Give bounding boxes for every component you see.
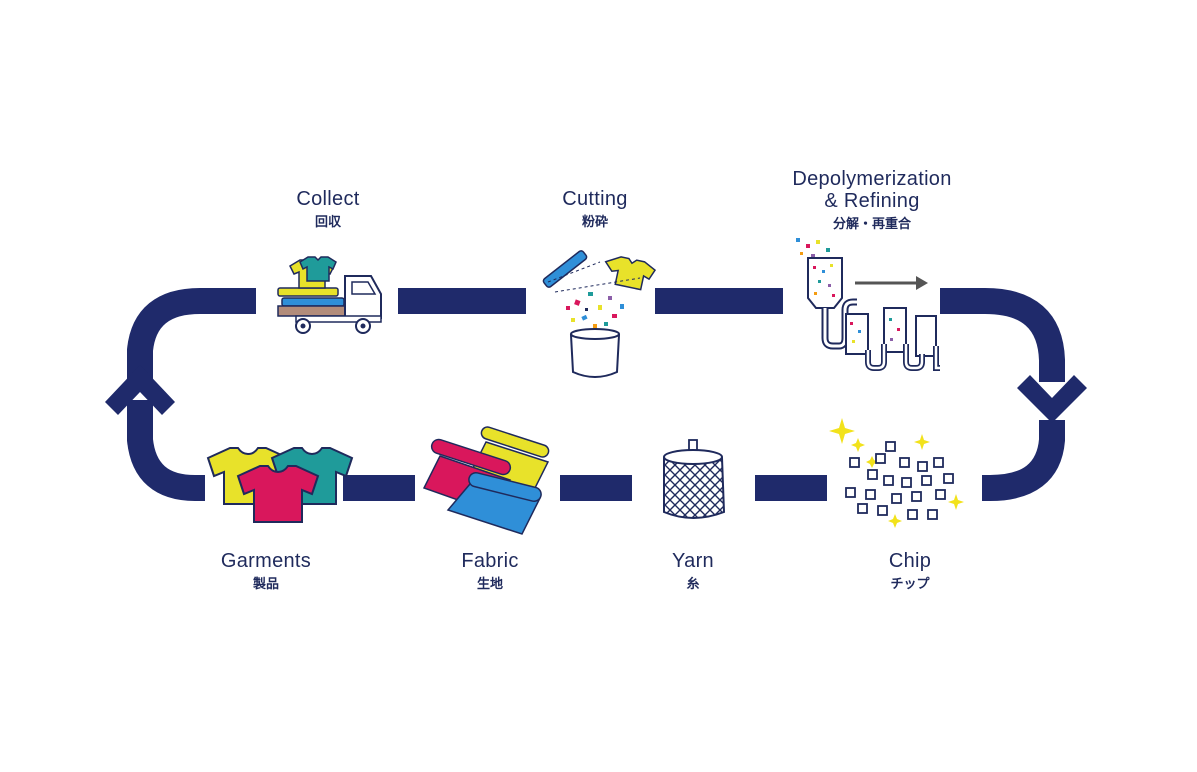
fabric-subtitle: 生地	[476, 576, 503, 591]
step-fabric-label: Fabric 生地	[430, 550, 550, 592]
chip-subtitle: チップ	[890, 576, 930, 591]
depoly-title-line1: Depolymerization	[792, 168, 952, 190]
fabric-title: Fabric	[461, 550, 519, 572]
track-segment-top-2	[655, 288, 783, 314]
shredder-icon	[542, 250, 657, 378]
step-yarn-label: Yarn 糸	[633, 550, 753, 592]
track-curve-left	[127, 400, 205, 501]
chip-title: Chip	[888, 550, 932, 572]
step-cutting-label: Cutting 粉砕	[535, 188, 655, 230]
chip-pellets-icon	[829, 418, 964, 528]
track-curve-right-bottom	[982, 420, 1065, 501]
track-curve-left-top	[127, 288, 256, 385]
step-collect-label: Collect 回収	[268, 188, 388, 230]
step-depoly-label: Depolymerization & Refining 分解・再重合	[772, 168, 972, 232]
depoly-title-line2: & Refining	[824, 190, 920, 212]
refinery-pipes-icon	[796, 238, 940, 371]
track-segment-bottom-2	[560, 475, 632, 501]
cutting-title: Cutting	[562, 188, 628, 210]
track-segment-bottom-3	[755, 475, 827, 501]
fabric-rolls-icon	[422, 426, 550, 535]
tshirts-icon	[206, 447, 354, 523]
arrow-down-icon	[1017, 375, 1087, 423]
collect-title: Collect	[296, 188, 360, 210]
step-chip-label: Chip チップ	[850, 550, 970, 592]
step-garments-label: Garments 製品	[196, 550, 336, 592]
track-curve-right-top	[940, 288, 1065, 382]
loop-track	[343, 288, 827, 501]
track-segment-bottom-1	[343, 475, 415, 501]
cutting-subtitle: 粉砕	[581, 214, 608, 229]
depoly-subtitle: 分解・再重合	[832, 216, 911, 231]
yarn-spool-icon	[663, 439, 726, 519]
track-segment-top-1	[398, 288, 526, 314]
garments-subtitle: 製品	[252, 576, 279, 591]
truck-with-clothes-icon	[277, 256, 382, 334]
arrow-up-icon	[105, 365, 175, 415]
collect-subtitle: 回収	[314, 214, 341, 229]
garments-title: Garments	[220, 550, 312, 572]
yarn-subtitle: 糸	[686, 576, 700, 591]
yarn-title: Yarn	[672, 550, 714, 572]
